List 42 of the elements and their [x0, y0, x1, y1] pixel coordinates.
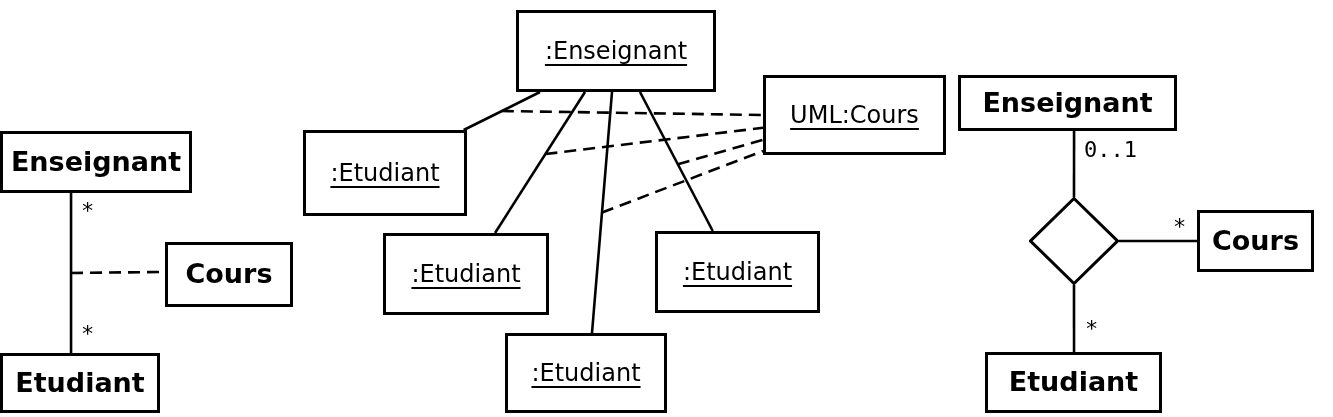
object-box [655, 231, 820, 313]
object-box [763, 75, 946, 155]
object-name: :Etudiant [531, 358, 641, 388]
object-name: :Enseignant [544, 36, 688, 66]
class-box [0, 131, 192, 193]
association-diamond [1029, 197, 1119, 285]
association-line [69, 193, 73, 353]
association-line [463, 90, 541, 132]
object-box [303, 130, 467, 216]
dashed-connector [545, 126, 764, 156]
class-box [0, 353, 160, 413]
multiplicity-label: * [81, 323, 95, 345]
class-box [165, 242, 293, 307]
class-box [958, 75, 1177, 131]
dashed-connector [601, 149, 764, 214]
multiplicity-label: * [81, 200, 95, 222]
class-box [1197, 210, 1314, 272]
association-line [1072, 285, 1076, 352]
object-name: :Etudiant [411, 259, 521, 289]
association-line [1119, 239, 1197, 243]
association-line [638, 91, 714, 232]
object-name: :Etudiant [682, 257, 793, 287]
object-box [383, 233, 549, 315]
multiplicity-label: * [1173, 216, 1187, 238]
object-box [505, 333, 667, 413]
multiplicity-label: * [1085, 318, 1099, 340]
association-line [590, 91, 614, 334]
object-box [516, 10, 716, 92]
class-name: Enseignant [982, 86, 1153, 120]
class-name: Etudiant [1008, 366, 1139, 399]
object-name: UML:Cours [790, 100, 919, 130]
class-name: Cours [1212, 224, 1299, 258]
dashed-connector [501, 109, 764, 117]
class-name: Enseignant [10, 145, 182, 179]
dashed-connector [677, 138, 764, 166]
association-line [1072, 131, 1076, 197]
class-name: Etudiant [15, 366, 145, 400]
class-name: Cours [185, 258, 273, 291]
object-name: :Etudiant [330, 158, 440, 188]
multiplicity-label: 0..1 [1084, 139, 1137, 161]
class-box [985, 352, 1162, 413]
association-line [493, 91, 587, 234]
